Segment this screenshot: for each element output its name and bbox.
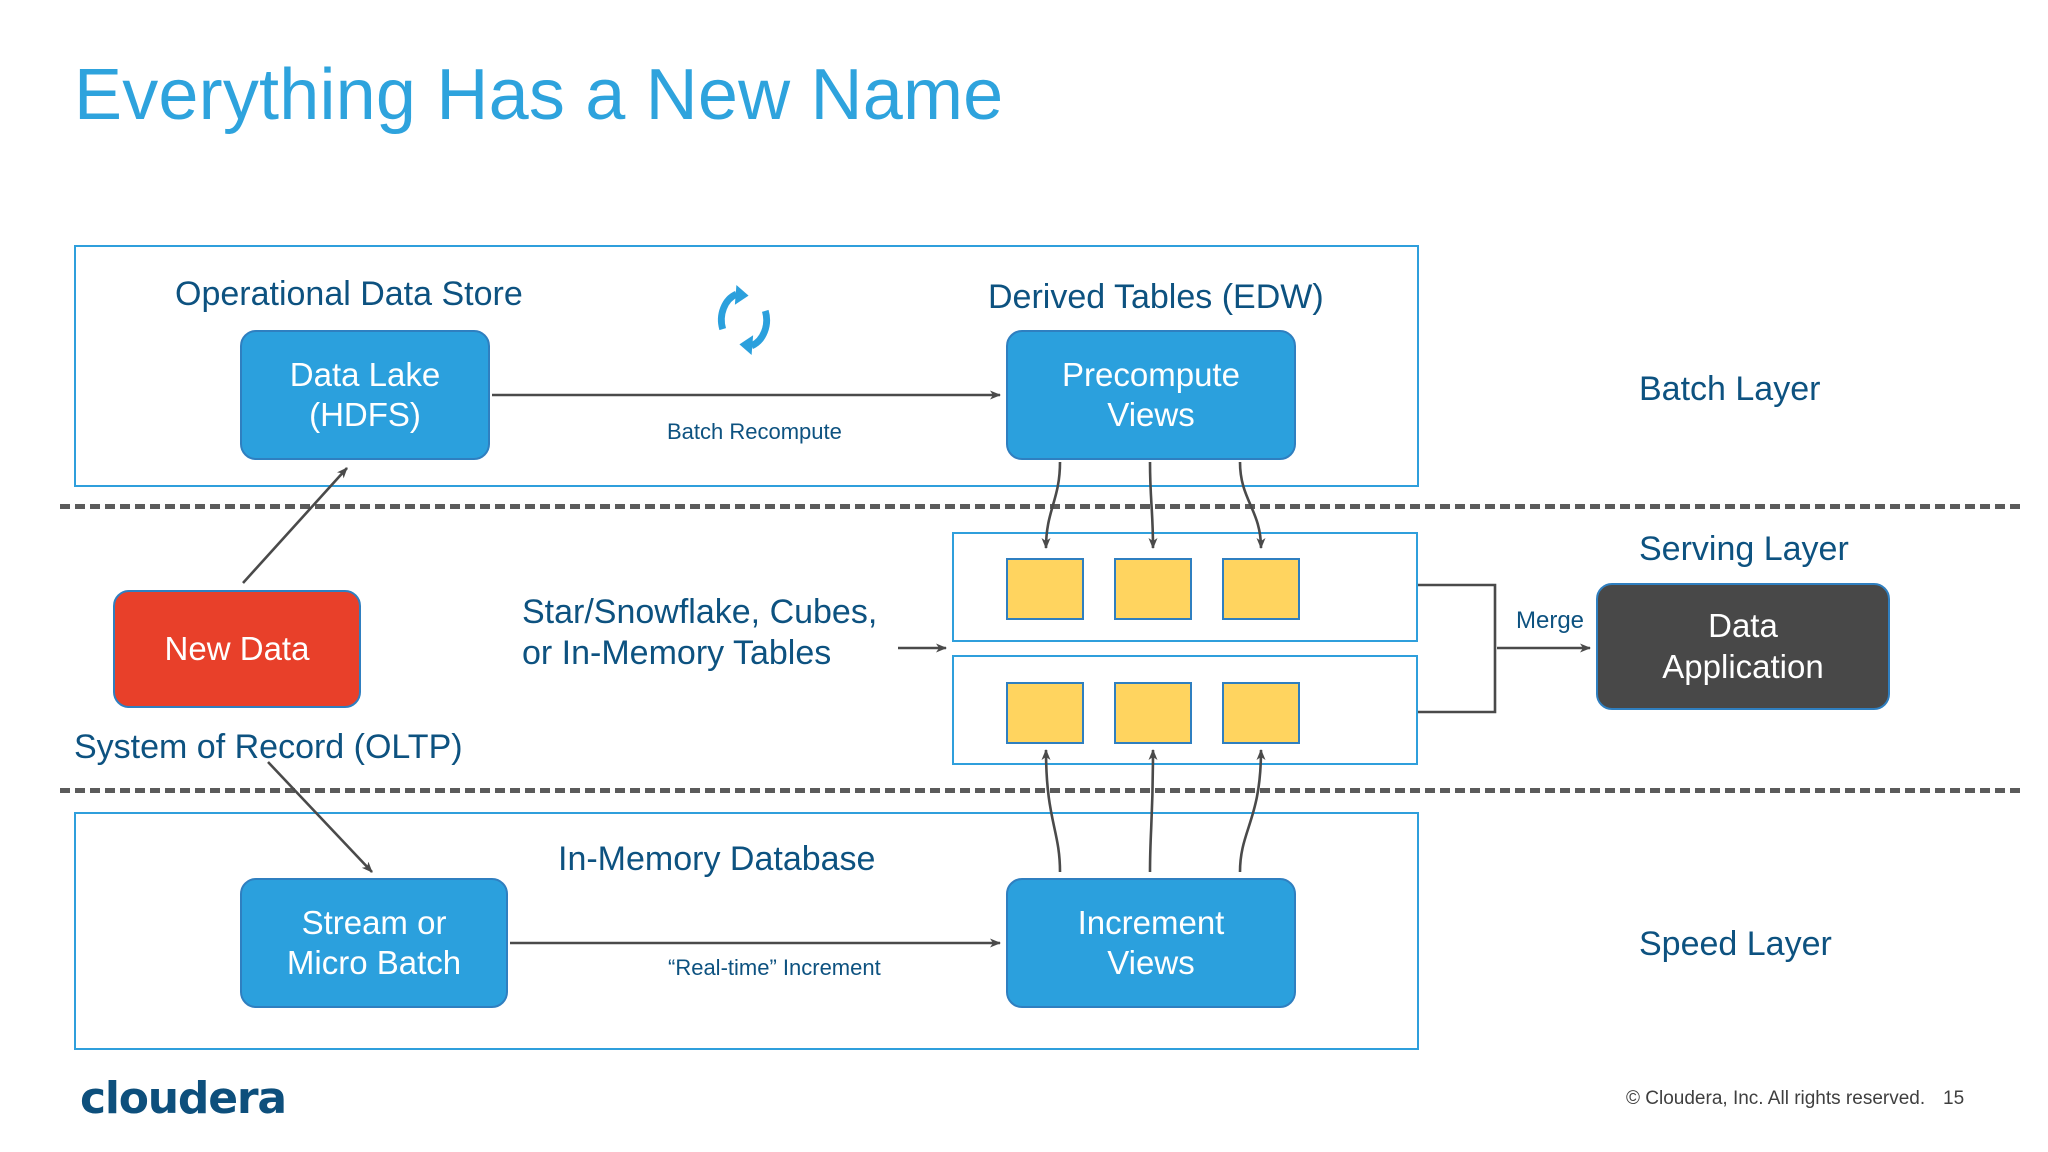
serving-tile-bottom-3	[1222, 682, 1300, 744]
serving-tile-top-2	[1114, 558, 1192, 620]
refresh-cycle-icon	[717, 285, 771, 355]
label-realtime-increment: “Real-time” Increment	[668, 955, 881, 980]
footer-page-number: 15	[1943, 1088, 1965, 1109]
label-system-of-record: System of Record (OLTP)	[74, 728, 463, 766]
node-data-lake[interactable]: Data Lake (HDFS)	[240, 330, 490, 460]
layer-label-speed: Speed Layer	[1639, 925, 1832, 963]
node-new-data[interactable]: New Data	[113, 590, 361, 708]
node-data-lake-line1: Data Lake	[289, 355, 441, 393]
layer-label-batch: Batch Layer	[1639, 370, 1821, 408]
heading-operational-data-store: Operational Data Store	[175, 275, 523, 313]
heading-in-memory-database: In-Memory Database	[558, 840, 876, 878]
node-precompute-line2: Views	[1107, 396, 1195, 433]
label-batch-recompute: Batch Recompute	[667, 419, 842, 444]
node-new-data-label: New Data	[164, 629, 310, 667]
node-increment-line1: Increment	[1077, 903, 1225, 941]
node-stream-line1: Stream or	[301, 903, 447, 941]
serving-tile-bottom-2	[1114, 682, 1192, 744]
caption-star-snowflake-line1: Star/Snowflake, Cubes,	[522, 593, 878, 631]
serving-tile-top-1	[1006, 558, 1084, 620]
layer-divider-top	[60, 504, 2020, 509]
node-data-application-line1: Data	[1708, 607, 1778, 645]
node-data-application-line2: Application	[1662, 647, 1824, 685]
serving-tile-bottom-1	[1006, 682, 1084, 744]
caption-star-snowflake-line2: or In-Memory Tables	[522, 634, 832, 673]
node-increment-line2: Views	[1107, 944, 1195, 981]
node-precompute-line1: Precompute	[1062, 355, 1240, 393]
node-stream-line2: Micro Batch	[286, 944, 462, 981]
node-data-application[interactable]: Data Application	[1596, 583, 1890, 710]
layer-label-serving: Serving Layer	[1639, 530, 1849, 568]
node-increment-views[interactable]: Increment Views	[1006, 878, 1296, 1008]
page-title: Everything Has a New Name	[74, 55, 1004, 135]
cloudera-logo: cloudera	[80, 1073, 287, 1124]
footer-copyright: © Cloudera, Inc. All rights reserved.	[1626, 1088, 1926, 1109]
node-precompute-views[interactable]: Precompute Views	[1006, 330, 1296, 460]
heading-derived-tables-edw: Derived Tables (EDW)	[988, 278, 1324, 316]
node-stream-micro-batch[interactable]: Stream or Micro Batch	[240, 878, 508, 1008]
layer-divider-bottom	[60, 788, 2020, 793]
serving-tile-top-3	[1222, 558, 1300, 620]
label-merge: Merge	[1516, 607, 1585, 634]
node-data-lake-line2: (HDFS)	[309, 396, 421, 433]
caption-star-snowflake: Star/Snowflake, Cubes, or In-Memory Tabl…	[522, 592, 942, 675]
